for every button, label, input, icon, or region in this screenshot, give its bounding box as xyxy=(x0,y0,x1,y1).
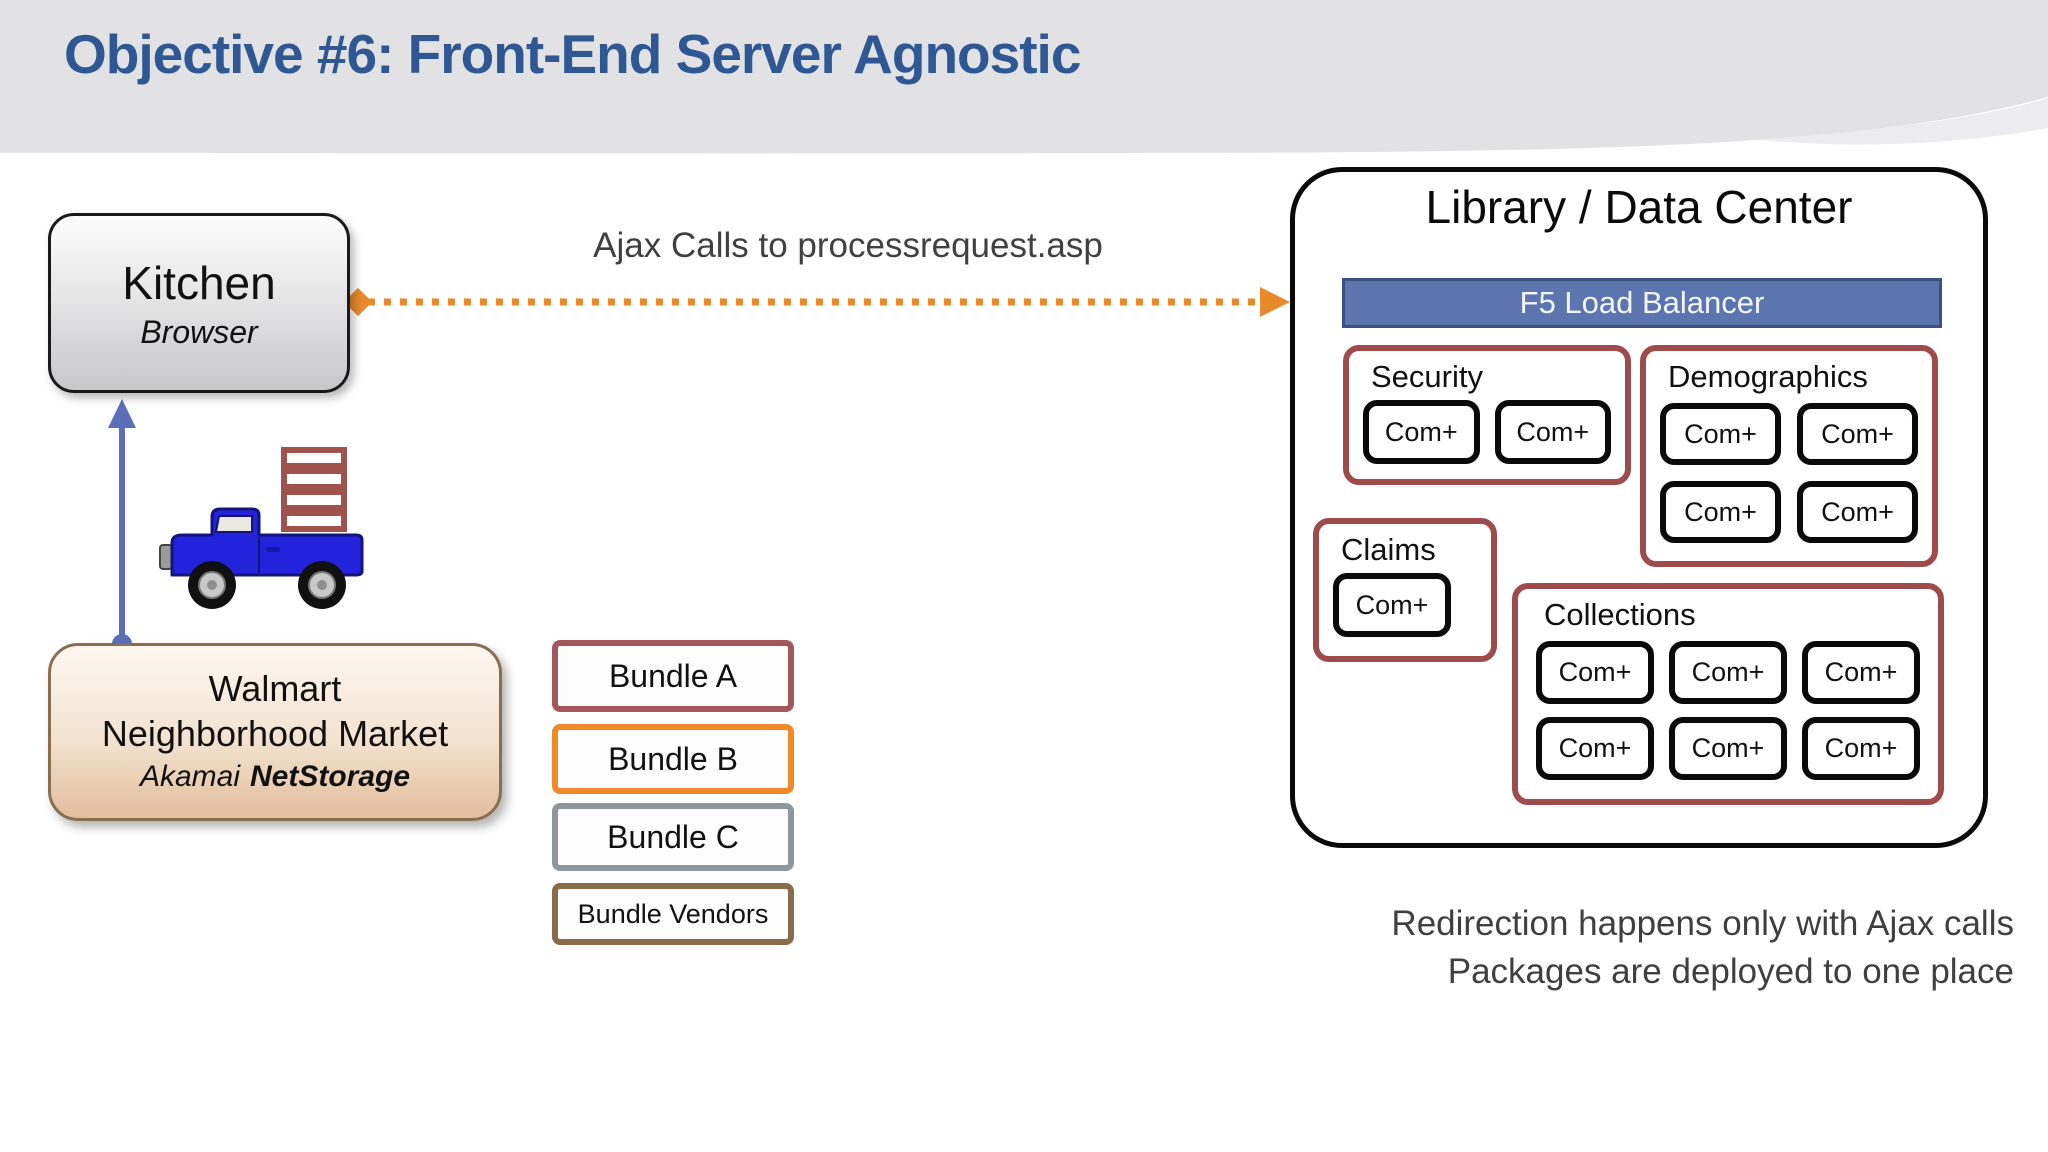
security-label: Security xyxy=(1371,359,1483,394)
walmart-vendor-line: Akamai NetStorage xyxy=(140,756,410,798)
com-plus-box: Com+ xyxy=(1797,481,1918,543)
group-claims: Claims Com+ xyxy=(1313,518,1497,662)
library-title: Library / Data Center xyxy=(1425,181,1853,233)
com-plus-box: Com+ xyxy=(1660,481,1781,543)
f5-load-balancer: F5 Load Balancer xyxy=(1342,278,1942,328)
ajax-arrow xyxy=(343,287,1290,317)
group-security: Security Com+ Com+ xyxy=(1343,345,1631,485)
collections-label: Collections xyxy=(1544,597,1696,632)
com-plus-box: Com+ xyxy=(1802,717,1920,780)
group-collections: Collections Com+ Com+ Com+ Com+ Com+ Com… xyxy=(1512,583,1944,805)
note-line-1: Redirection happens only with Ajax calls xyxy=(1391,904,2014,943)
truck-icon xyxy=(159,507,364,609)
header-swoosh xyxy=(0,0,2048,154)
security-com-row: Com+ Com+ xyxy=(1363,400,1611,464)
collections-com-grid: Com+ Com+ Com+ Com+ Com+ Com+ xyxy=(1536,641,1920,780)
bundle-vendors-box: Bundle Vendors xyxy=(552,883,794,945)
com-plus-box: Com+ xyxy=(1797,403,1918,465)
demographics-com-grid: Com+ Com+ Com+ Com+ xyxy=(1660,403,1918,543)
kitchen-title: Kitchen xyxy=(122,256,276,309)
bundle-b-label: Bundle B xyxy=(608,740,738,777)
uplink-arrow xyxy=(108,399,136,654)
bundle-c-box: Bundle C xyxy=(552,803,794,871)
claims-label: Claims xyxy=(1341,532,1436,567)
ajax-calls-label: Ajax Calls to processrequest.asp xyxy=(593,226,1103,265)
com-plus-box: Com+ xyxy=(1333,573,1451,637)
note-line-2: Packages are deployed to one place xyxy=(1447,952,2014,991)
demographics-label: Demographics xyxy=(1668,359,1868,394)
com-plus-box: Com+ xyxy=(1363,400,1480,464)
group-demographics: Demographics Com+ Com+ Com+ Com+ xyxy=(1640,345,1938,567)
slide-title: Objective #6: Front-End Server Agnostic xyxy=(64,23,1081,85)
com-plus-box: Com+ xyxy=(1669,641,1787,704)
akamai-label: Akamai xyxy=(139,760,240,793)
com-plus-box: Com+ xyxy=(1494,400,1611,464)
com-plus-box: Com+ xyxy=(1660,403,1781,465)
kitchen-subtitle: Browser xyxy=(140,313,258,350)
slide-notes: Redirection happens only with Ajax calls… xyxy=(1391,900,2014,996)
bundle-a-label: Bundle A xyxy=(608,657,738,694)
kitchen-node: Kitchen Browser xyxy=(48,213,350,393)
bundle-a-box: Bundle A xyxy=(552,640,794,712)
walmart-line2: Neighborhood Market xyxy=(101,713,449,754)
bundle-vendors-label: Bundle Vendors xyxy=(577,898,769,929)
netstorage-label: NetStorage xyxy=(250,760,411,793)
bundle-b-box: Bundle B xyxy=(552,724,794,794)
com-plus-box: Com+ xyxy=(1536,641,1654,704)
com-plus-box: Com+ xyxy=(1802,641,1920,704)
walmart-line1: Walmart xyxy=(208,668,342,709)
com-plus-box: Com+ xyxy=(1536,717,1654,780)
com-plus-box: Com+ xyxy=(1669,717,1787,780)
walmart-node: Walmart Neighborhood Market Akamai NetSto… xyxy=(48,643,502,821)
package-stack xyxy=(281,447,347,532)
f5-label: F5 Load Balancer xyxy=(1519,285,1765,320)
bundle-c-label: Bundle C xyxy=(607,818,739,855)
